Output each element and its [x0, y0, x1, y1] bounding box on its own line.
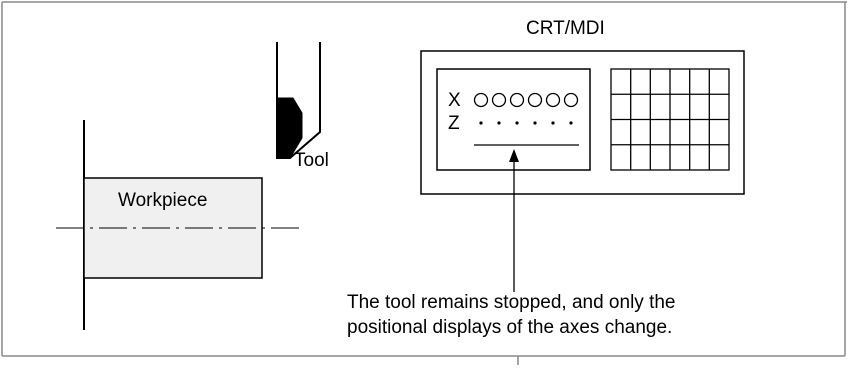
- workpiece-label: Workpiece: [118, 190, 207, 211]
- axis-z-digits: [479, 121, 573, 125]
- tool-label: Tool: [294, 150, 329, 171]
- axis-z-label: Z: [448, 113, 460, 134]
- x-digit-2: [491, 92, 507, 108]
- tool-insert: [276, 97, 303, 159]
- pointer-arrow: [509, 149, 519, 292]
- z-digit-1: [479, 121, 483, 125]
- z-digit-3: [515, 121, 519, 125]
- tool: [276, 42, 321, 159]
- axis-x-label: X: [448, 90, 461, 111]
- z-digit-2: [497, 121, 501, 125]
- z-digit-6: [569, 121, 573, 125]
- x-digit-3: [509, 92, 525, 108]
- mdi-keypad: [610, 68, 730, 171]
- x-digit-5: [545, 92, 561, 108]
- x-digit-6: [563, 92, 579, 108]
- axis-x-digits: [473, 92, 579, 108]
- crt-mdi-title: CRT/MDI: [526, 18, 605, 39]
- caption-line-2: positional displays of the axes change.: [347, 317, 672, 338]
- z-digit-5: [551, 121, 555, 125]
- z-digit-4: [533, 121, 537, 125]
- caption-line-1: The tool remains stopped, and only the: [347, 292, 675, 313]
- x-digit-4: [527, 92, 543, 108]
- x-digit-1: [473, 92, 489, 108]
